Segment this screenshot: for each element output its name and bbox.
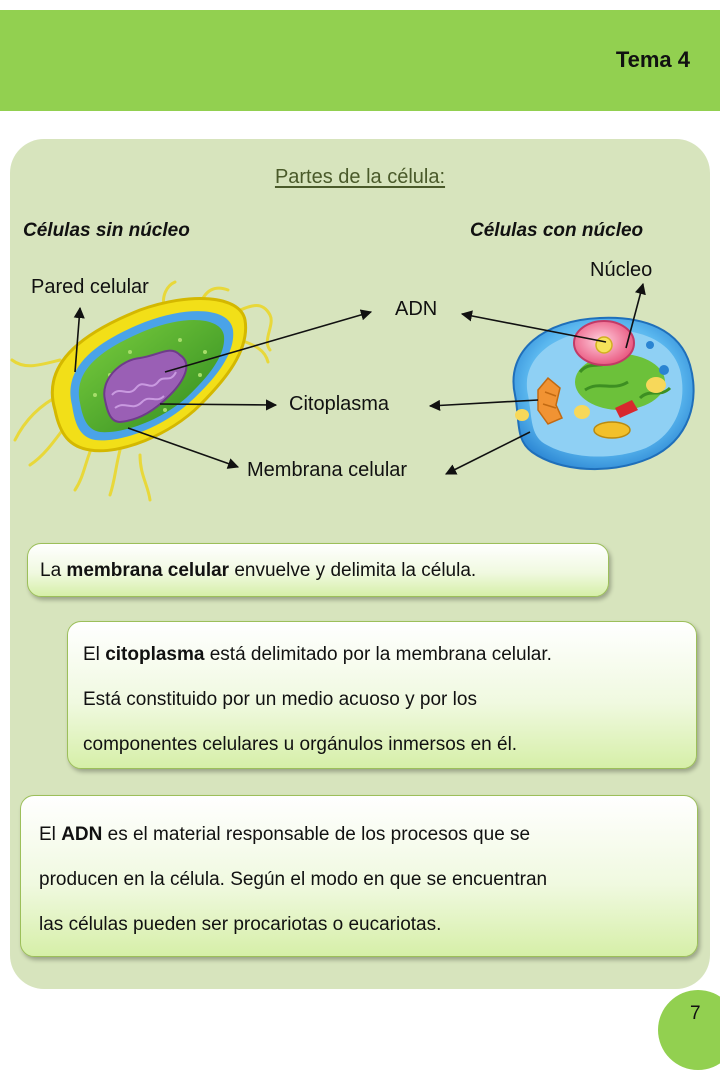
subtitle-eukaryote: Células con núcleo [470,220,644,241]
diagram-arrows [73,282,646,475]
label-pared-celular: Pared celular [31,276,149,298]
text-fragment: es el material responsable de los proces… [102,824,531,845]
section-title: Partes de la célula: [0,166,720,189]
text-fragment: La [40,560,67,581]
subtitle-prokaryote: Células sin núcleo [23,220,190,241]
page-title: Tema 4 [615,47,690,72]
header-bar [0,10,720,111]
citoplasma-line-2: Está constituido por un medio acuoso y p… [83,689,477,710]
term-citoplasma: citoplasma [105,644,205,665]
page-number: 7 [690,1003,701,1024]
adn-line-1: El ADN es el material responsable de los… [39,812,697,857]
membrana-info-box: La membrana celular envuelve y delimita … [27,543,609,597]
text-fragment: El [83,644,106,665]
citoplasma-line-1: El citoplasma está delimitado por la mem… [83,632,696,677]
citoplasma-info-box: El citoplasma está delimitado por la mem… [67,621,697,769]
label-citoplasma: Citoplasma [289,393,390,415]
adn-line-2: producen en la célula. Según el modo en … [39,869,548,890]
membrana-text: La membrana celular envuelve y delimita … [40,560,608,582]
term-membrana: membrana celular [66,560,230,581]
text-fragment: está delimitado por la membrana celular. [204,644,552,665]
adn-line-3: las células pueden ser procariotas o euc… [39,914,442,935]
prokaryotic-cell-illustration [10,280,273,502]
label-adn: ADN [395,298,438,320]
text-fragment: envuelve y delimita la célula. [229,560,477,581]
term-adn: ADN [61,824,103,845]
adn-info-box: El ADN es el material responsable de los… [20,795,698,957]
citoplasma-line-3: componentes celulares u orgánulos inmers… [83,734,518,755]
eukaryotic-cell-illustration [512,316,695,471]
label-membrana-celular: Membrana celular [247,459,408,481]
label-nucleo: Núcleo [590,259,653,281]
cell-diagram [10,280,695,502]
section-title-text: Partes de la célula: [274,166,446,188]
text-fragment: El [39,824,62,845]
